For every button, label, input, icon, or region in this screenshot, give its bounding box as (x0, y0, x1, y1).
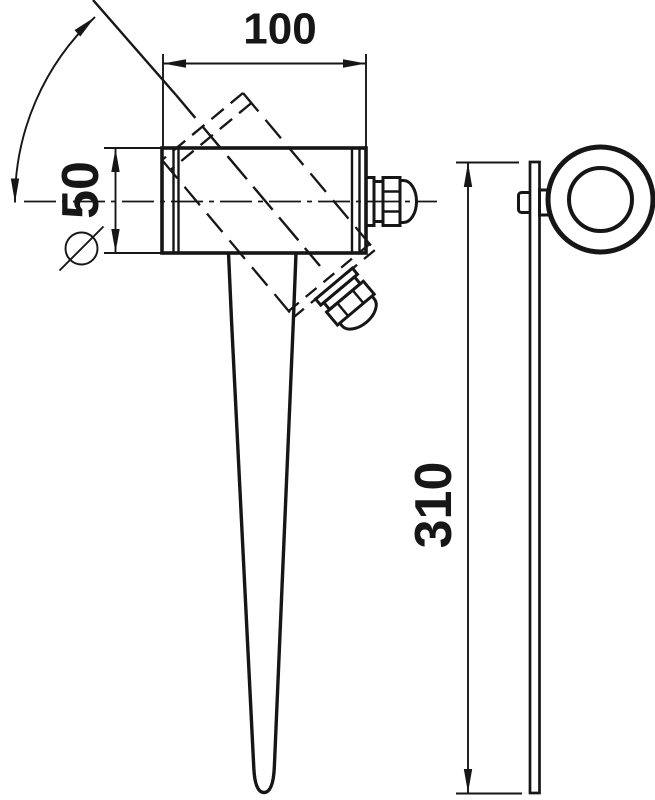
phantom-back-cap-line (287, 243, 371, 312)
arc-arrowhead-top (74, 17, 95, 37)
fixture-ring-inner (567, 166, 634, 233)
body-outline (160, 146, 368, 255)
dimension-height: 310 (405, 161, 522, 795)
height-dimension-label: 310 (405, 462, 463, 549)
arrowhead-top (111, 148, 120, 172)
diameter-symbol-circle (64, 231, 99, 266)
arrowhead-bottom (111, 229, 120, 253)
tilt-angle-arc (10, 16, 96, 203)
arrowhead-bottom (463, 769, 473, 793)
spike-blade (528, 160, 541, 795)
width-dimension-label: 100 (243, 5, 316, 54)
diameter-dimension-label: 50 (52, 161, 110, 219)
arc-arrowhead-bottom (10, 178, 20, 203)
spotlight-body (160, 146, 368, 255)
tilt-axis-dashed-segment (175, 94, 321, 267)
arrowhead-top (463, 162, 473, 187)
dimension-width: 100 (162, 5, 367, 147)
front-view (517, 144, 655, 795)
dimension-diameter: 50 (52, 147, 161, 272)
arrowhead-left (163, 59, 186, 68)
arrowhead-right (343, 59, 366, 68)
fixture-ring-outer (545, 144, 655, 255)
tilted-cable-gland (314, 266, 387, 340)
ground-spike (226, 252, 298, 795)
angle-arc-curve (14, 16, 96, 203)
diameter-symbol-icon (58, 225, 105, 272)
side-view (92, 0, 418, 795)
phantom-front-bezel-line (169, 102, 253, 171)
diameter-symbol-slash (58, 225, 105, 272)
